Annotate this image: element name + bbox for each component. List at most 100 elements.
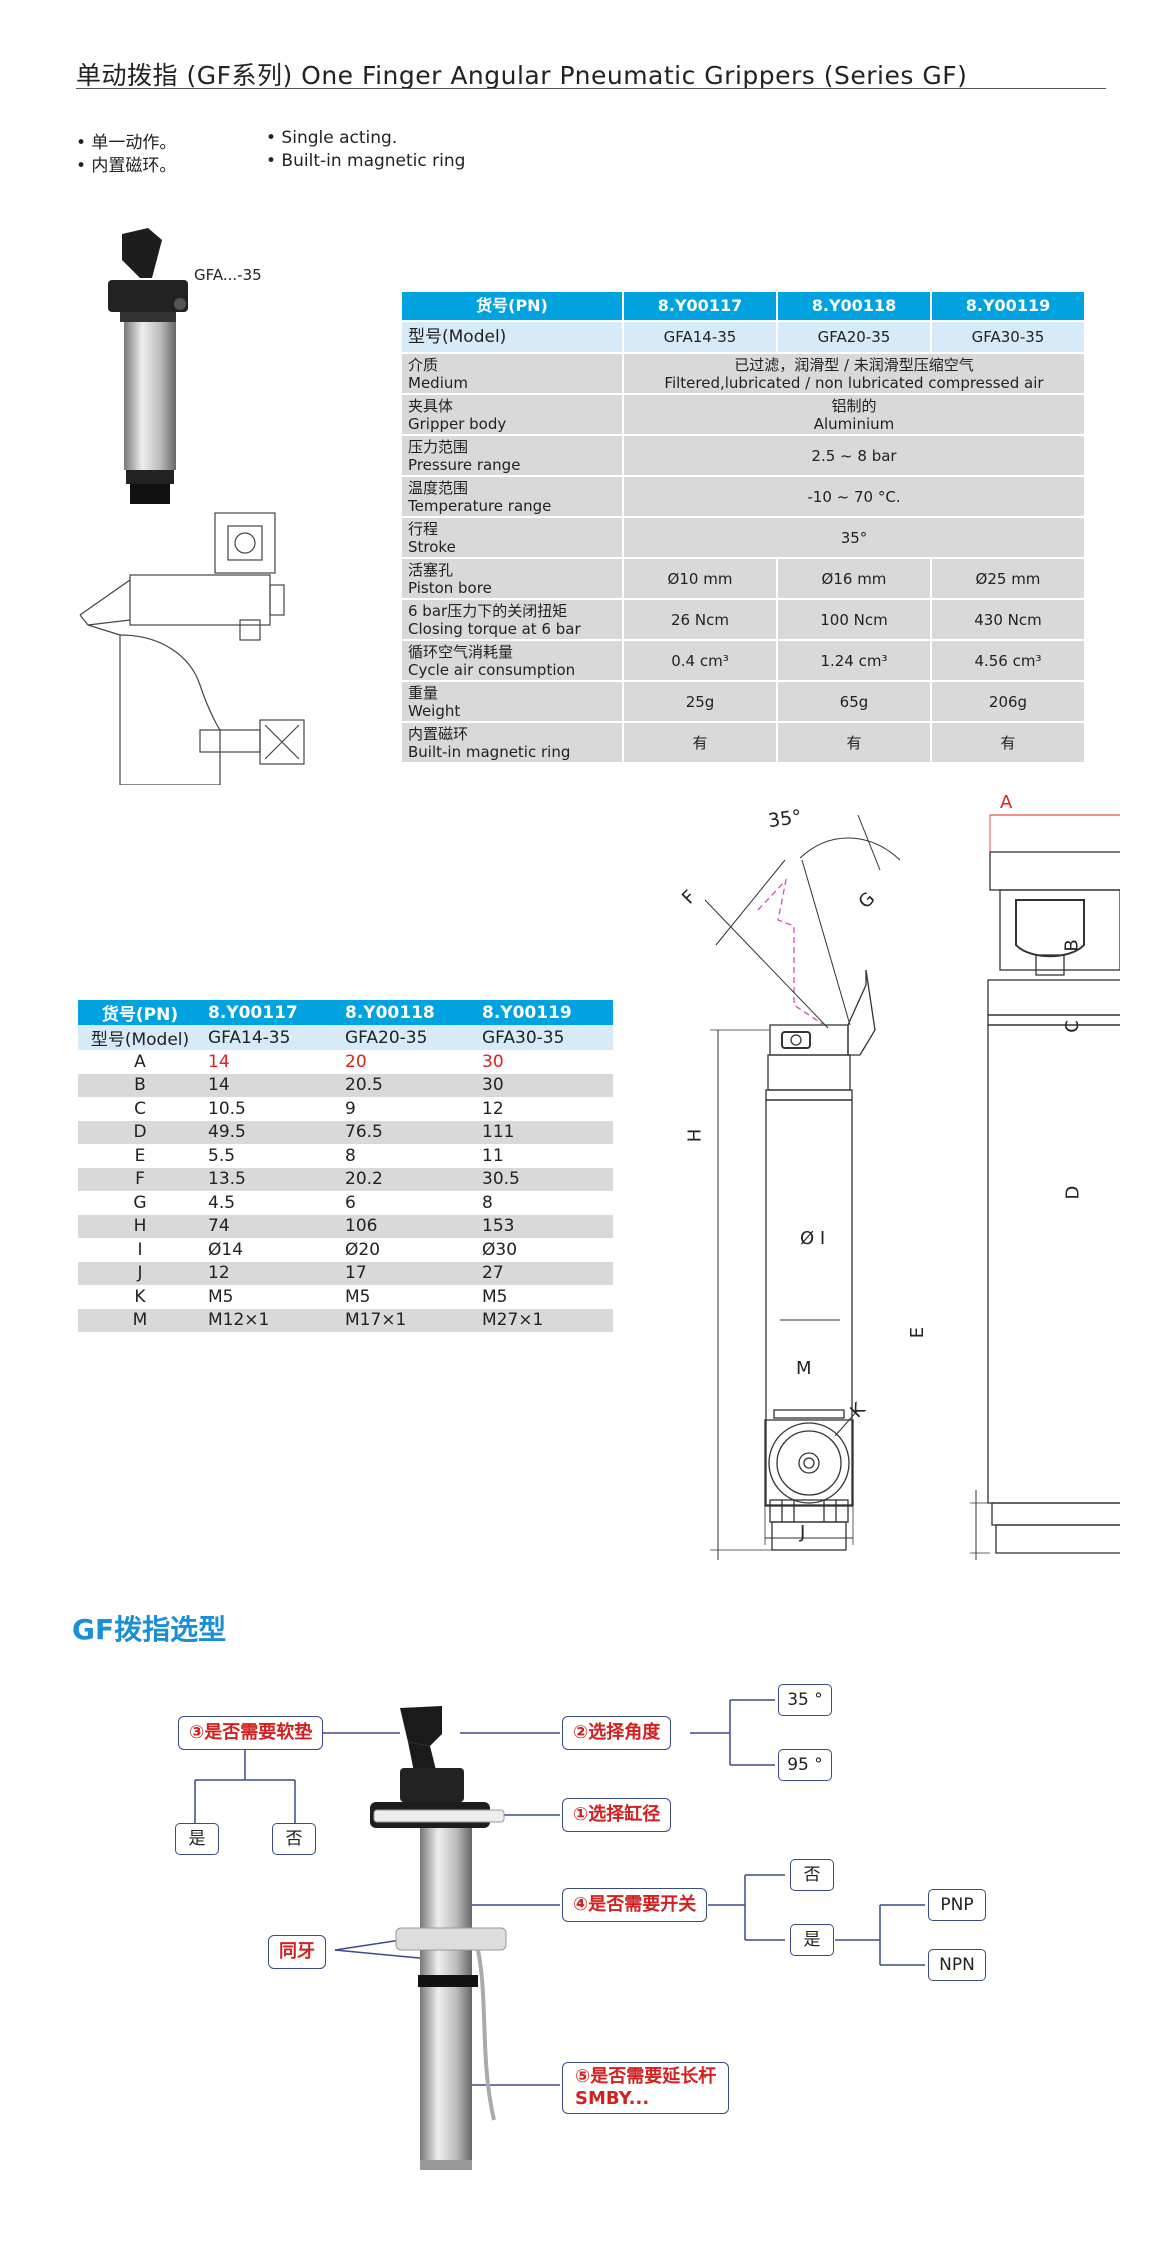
dim-row-value: M12×1 — [202, 1308, 339, 1332]
spec-row-label-en: Stroke — [408, 537, 456, 556]
dim-row-key: D — [78, 1120, 202, 1144]
spec-model-row: 型号(Model) GFA14-35 GFA20-35 GFA30-35 — [402, 322, 1084, 352]
dim-row-value: 153 — [476, 1214, 613, 1238]
dim-row-value: 49.5 — [202, 1120, 339, 1144]
spec-row-value: 25g — [624, 682, 776, 721]
spec-row-value: 100 Ncm — [777, 600, 930, 639]
dim-row-value: 8 — [345, 1145, 356, 1166]
spec-row-label-en: Medium — [408, 373, 468, 392]
switch-no-box: 否 — [790, 1859, 834, 1891]
dim-row-value: 17 — [339, 1261, 476, 1285]
spec-row-label-en: Piston bore — [408, 578, 492, 597]
dim-row-value: 30.5 — [476, 1167, 613, 1191]
spec-row-label-cn: 循环空气消耗量 — [408, 642, 514, 661]
spec-row-value: 4.56 cm³ — [931, 641, 1084, 680]
application-drawing — [79, 512, 305, 785]
dim-model-col3: GFA30-35 — [476, 1025, 613, 1050]
selection-product-image — [370, 1706, 507, 2170]
spec-header-pn: 货号(PN) — [402, 292, 622, 320]
spec-row-label-cn: 夹具体 — [408, 396, 454, 415]
dim-model-col1: GFA14-35 — [202, 1025, 339, 1050]
q5-line1: ⑤是否需要延长杆 — [575, 2066, 717, 2087]
spec-row-value: 2.5 ~ 8 bar — [624, 436, 1084, 475]
pnp-box: PNP — [928, 1889, 986, 1921]
spec-model-col1: GFA14-35 — [624, 322, 776, 352]
dim-row-value: 12 — [482, 1098, 504, 1119]
dim-label-d: D — [1062, 1185, 1084, 1200]
dim-row-value: Ø20 — [345, 1239, 381, 1260]
q5-extension-box: ⑤是否需要延长杆 SMBY... — [562, 2062, 730, 2114]
dim-header-col1: 8.Y00117 — [202, 1000, 339, 1025]
dim-row-value: M17×1 — [339, 1308, 476, 1332]
dim-row-value: M27×1 — [476, 1308, 613, 1332]
dim-row-value: Ø14 — [208, 1239, 244, 1260]
spec-row-label-cn: 温度范围 — [408, 478, 469, 497]
dim-row-key: A — [134, 1051, 146, 1072]
dim-label-m: M — [796, 1358, 812, 1379]
dim-header-col2: 8.Y00118 — [339, 1000, 476, 1025]
spec-row-value: 26 Ncm — [624, 600, 776, 639]
angle-95-box: 95 ° — [778, 1749, 832, 1781]
dim-label-b: B — [1061, 939, 1083, 952]
dim-row-value: 30 — [476, 1073, 613, 1097]
spec-model-label: 型号(Model) — [402, 322, 622, 352]
q3-soft-pad-box: ③是否需要软垫 — [178, 1716, 324, 1750]
selection-title: GF拨指选型 — [72, 1613, 227, 1646]
dim-row-value: 74 — [202, 1214, 339, 1238]
dim-row-value: 14 — [208, 1051, 230, 1072]
spec-row-value: 430 Ncm — [931, 600, 1084, 639]
dim-label-i: Ø I — [800, 1228, 826, 1249]
spec-row-value: 铝制的 Aluminium — [624, 395, 1084, 434]
q2-angle-box: ②选择角度 — [562, 1716, 672, 1750]
dim-row-value: 20 — [345, 1051, 367, 1072]
spec-header-col1: 8.Y00117 — [624, 292, 776, 320]
dim-row-value: 8 — [482, 1192, 493, 1213]
dim-row-key: F — [78, 1167, 202, 1191]
spec-header-row: 货号(PN) 8.Y00117 8.Y00118 8.Y00119 — [402, 292, 1084, 320]
dim-row-value: 5.5 — [208, 1145, 236, 1166]
dim-row-value: M5 — [345, 1286, 371, 1307]
spec-row-value: -10 ~ 70 °C. — [624, 477, 1084, 516]
dim-row-value: 10.5 — [208, 1098, 246, 1119]
q1-bore-box: ①选择缸径 — [562, 1798, 672, 1832]
dim-row-key: H — [78, 1214, 202, 1238]
dim-model-label: 型号(Model) — [78, 1025, 202, 1050]
dim-row: E 5.5 8 11 — [78, 1144, 613, 1168]
feature-cn-1: • 单一动作。 — [76, 133, 177, 153]
dim-label-c: C — [1061, 1020, 1083, 1033]
dim-row-key: B — [78, 1073, 202, 1097]
dim-row-value: 106 — [339, 1214, 476, 1238]
dim-row-value: 11 — [482, 1145, 504, 1166]
dim-row-key: C — [134, 1098, 146, 1119]
dim-header-row: 货号(PN) 8.Y00117 8.Y00118 8.Y00119 — [78, 1000, 613, 1025]
thread-box: 同牙 — [268, 1935, 326, 1969]
spec-row-value: 有 — [777, 723, 930, 762]
spec-row-label-en: Closing torque at 6 bar — [408, 619, 581, 638]
dim-row-key: J — [78, 1261, 202, 1285]
dim-row-key: M — [78, 1308, 202, 1332]
spec-row-label-en: Weight — [408, 701, 461, 720]
spec-row-label-en: Pressure range — [408, 455, 521, 474]
spec-row-label-cn: 行程 — [408, 519, 439, 538]
spec-row-label-cn: 内置磁环 — [408, 724, 469, 743]
dim-row-key: E — [134, 1145, 146, 1166]
dim-row-value: 20.2 — [339, 1167, 476, 1191]
feature-en-2: • Built-in magnetic ring — [266, 151, 466, 171]
spec-row-value: 65g — [777, 682, 930, 721]
dim-row-value: 12 — [202, 1261, 339, 1285]
